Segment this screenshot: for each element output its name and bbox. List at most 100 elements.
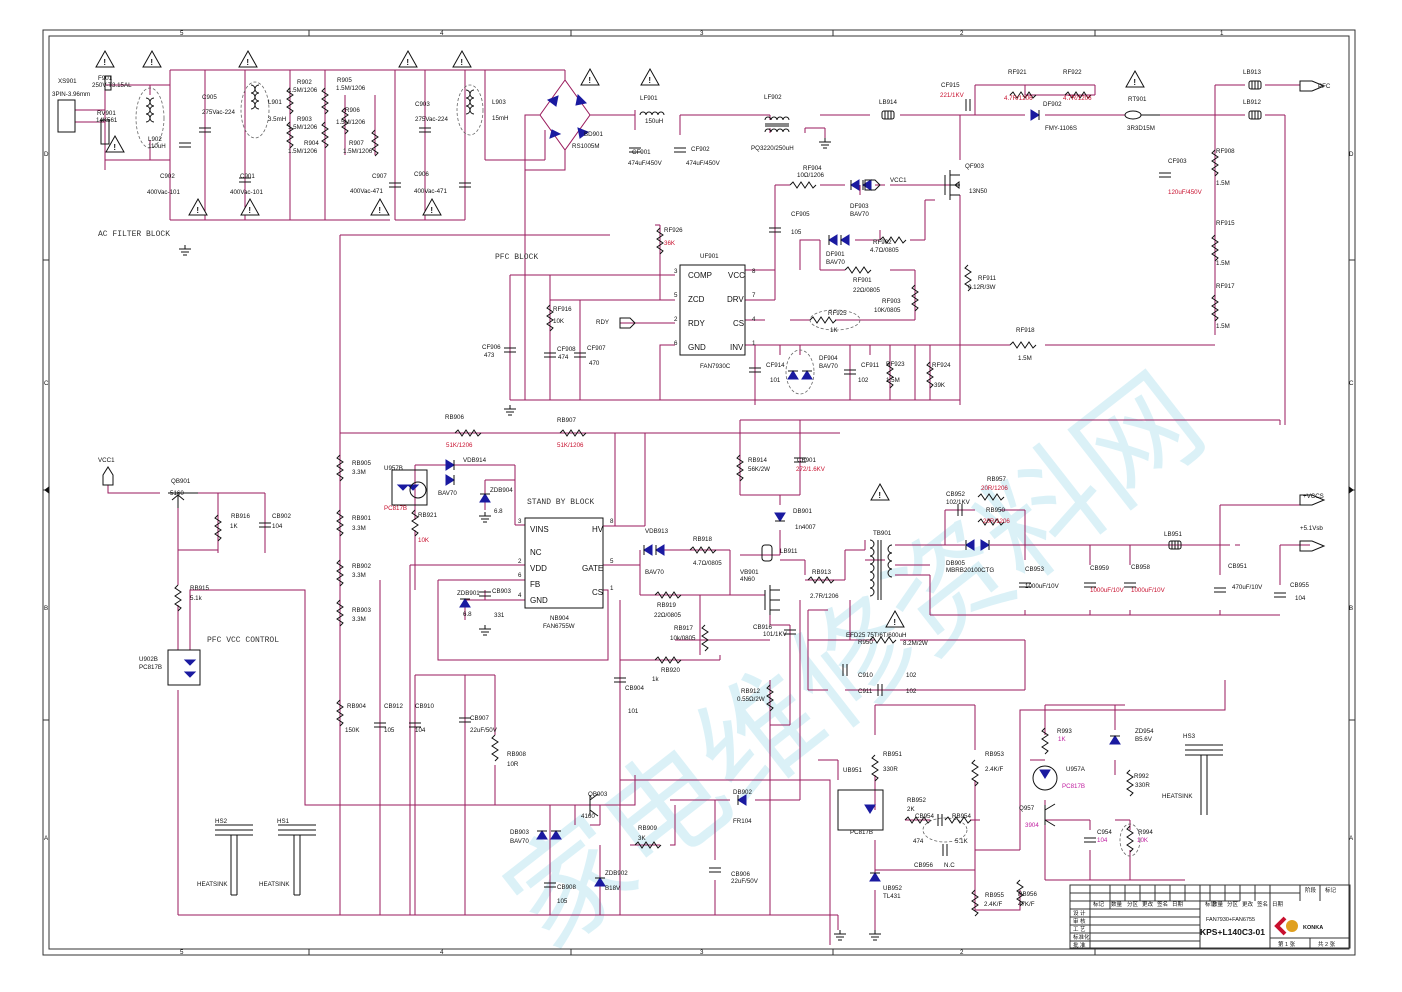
- label-cb907: CB907: [470, 715, 489, 722]
- label-rb912v: 0.55Ω/2W: [737, 696, 765, 703]
- label-cb908v: 105: [557, 898, 568, 905]
- svg-text:审 核: 审 核: [1073, 917, 1086, 925]
- col-label: 2: [960, 30, 964, 37]
- svg-text:分区: 分区: [1227, 900, 1239, 908]
- label-c903: C903: [415, 101, 430, 108]
- connector-xs901: [57, 99, 76, 133]
- label-l902v: 110uH: [148, 143, 166, 150]
- label-rb905: RB905: [352, 460, 371, 467]
- transformer-tb901: [869, 539, 893, 600]
- label-lf901: LF901: [640, 95, 658, 102]
- optocoupler-u957a: [1032, 765, 1058, 791]
- label-cf905: CF905: [791, 211, 810, 218]
- label-cf915: CF915: [941, 82, 960, 89]
- svg-text:VINS: VINS: [530, 525, 549, 534]
- svg-text:共 2 张: 共 2 张: [1318, 940, 1336, 948]
- label-cb953: CB953: [1025, 566, 1044, 573]
- label-l903v: 15mH: [492, 115, 509, 122]
- label-rf916: RF916: [553, 306, 572, 313]
- label-c910: C910: [858, 672, 873, 679]
- label-zdb904v: 6.8: [494, 508, 503, 515]
- label-q957v: 3904: [1025, 822, 1039, 829]
- label-cf901v: 474uF/450V: [628, 160, 663, 167]
- col-label: 5: [180, 30, 184, 37]
- label-rb954v: 5.1K: [955, 838, 969, 845]
- bridge-bd901: [546, 93, 590, 139]
- label-cb953v: 1000uF/10V: [1025, 583, 1060, 590]
- label-zdb902: ZDB902: [605, 870, 628, 877]
- label-xs901: XS901: [58, 78, 77, 85]
- mosfet-vb901: [764, 585, 780, 615]
- label-cf908: CF908: [557, 346, 576, 353]
- svg-text:3: 3: [518, 518, 522, 525]
- row-label: A: [1349, 835, 1354, 842]
- svg-text:FB: FB: [530, 580, 540, 589]
- svg-text:FAN7930+FAN6755: FAN7930+FAN6755: [1206, 917, 1255, 923]
- label-cf905v: 105: [791, 229, 802, 236]
- row-label: D: [44, 151, 49, 158]
- svg-text:更改: 更改: [1242, 900, 1254, 908]
- svg-text:GATE: GATE: [582, 564, 603, 573]
- label-c906: C906: [414, 171, 429, 178]
- svg-text:第 1 张: 第 1 张: [1278, 940, 1296, 948]
- col-label: 3: [700, 30, 704, 37]
- label-rf923: RF923: [886, 361, 905, 368]
- svg-text:2: 2: [674, 316, 678, 323]
- label-xs901v: 3PIN-3.96mm: [52, 91, 90, 98]
- label-cf903bv: 120uF/450V: [1168, 189, 1203, 196]
- label-rf915v: 1.5M: [1216, 260, 1230, 267]
- label-cb908: CB908: [557, 884, 576, 891]
- label-ub951: UB951: [843, 767, 862, 774]
- label-lb912: LB912: [1243, 99, 1261, 106]
- svg-text:UF901: UF901: [700, 253, 719, 260]
- label-r905v: 1.5M/1206: [336, 85, 366, 92]
- svg-text:ZCD: ZCD: [688, 295, 705, 304]
- label-cb958: CB958: [1131, 564, 1150, 571]
- net-vcc1-left: VCC1: [98, 457, 115, 464]
- label-zdb901v: 6.8: [463, 611, 472, 618]
- label-db901v: 1n4007: [795, 524, 816, 531]
- label-rf917v: 1.5M: [1216, 323, 1230, 330]
- svg-text:签名: 签名: [1157, 900, 1168, 908]
- fuse-f901: [104, 75, 112, 91]
- label-r992: R992: [1134, 773, 1149, 780]
- label-r902: R902: [297, 79, 312, 86]
- label-rf926v: 36K: [664, 240, 676, 247]
- label-cf914v: 101: [770, 377, 781, 384]
- svg-text:7: 7: [752, 292, 756, 299]
- label-rf923v: 1.5M: [886, 377, 900, 384]
- col-label: 5: [180, 949, 184, 956]
- label-l901: L901: [268, 99, 282, 106]
- label-rb957: RB957: [987, 476, 1006, 483]
- label-u957b: U957B: [384, 465, 403, 472]
- label-rb950v: 20R/1206: [983, 518, 1010, 525]
- inductor-lf902: [764, 116, 790, 133]
- svg-text:2: 2: [518, 558, 522, 565]
- label-lb911: LB911: [780, 548, 798, 555]
- component-labels: XS9013PIN-3.96mmF901250V-T3.15ALRV90114K…: [52, 69, 1309, 908]
- label-rb917: RB917: [674, 625, 693, 632]
- label-cb902v: 104: [272, 523, 283, 530]
- label-vdb913v: BAV70: [645, 569, 664, 576]
- label-cb904: CB904: [625, 685, 644, 692]
- col-label: 4: [440, 949, 444, 956]
- label-rf924v: 39K: [934, 382, 946, 389]
- svg-text:HV: HV: [592, 525, 604, 534]
- label-cb903: CB903: [492, 588, 511, 595]
- label-cf911: CF911: [861, 362, 880, 369]
- label-db902v: FR104: [733, 818, 752, 825]
- svg-text:工 艺: 工 艺: [1073, 926, 1086, 933]
- col-label: 1: [1220, 30, 1224, 37]
- label-r950: R950: [858, 639, 873, 646]
- varistor-rv901: [100, 119, 110, 145]
- optocoupler-u957b: [391, 469, 428, 506]
- label-cb951v: 470uF/10V: [1232, 584, 1263, 591]
- label-db902: DB902: [733, 789, 752, 796]
- diode-df904: [785, 349, 815, 395]
- col-label: 3: [700, 949, 704, 956]
- label-qf903v: 13N50: [969, 188, 988, 195]
- choke-l901: [240, 81, 270, 139]
- svg-text:VCC: VCC: [728, 271, 745, 280]
- label-cf902: CF902: [691, 146, 710, 153]
- label-cb906v: 22uF/50V: [731, 878, 759, 885]
